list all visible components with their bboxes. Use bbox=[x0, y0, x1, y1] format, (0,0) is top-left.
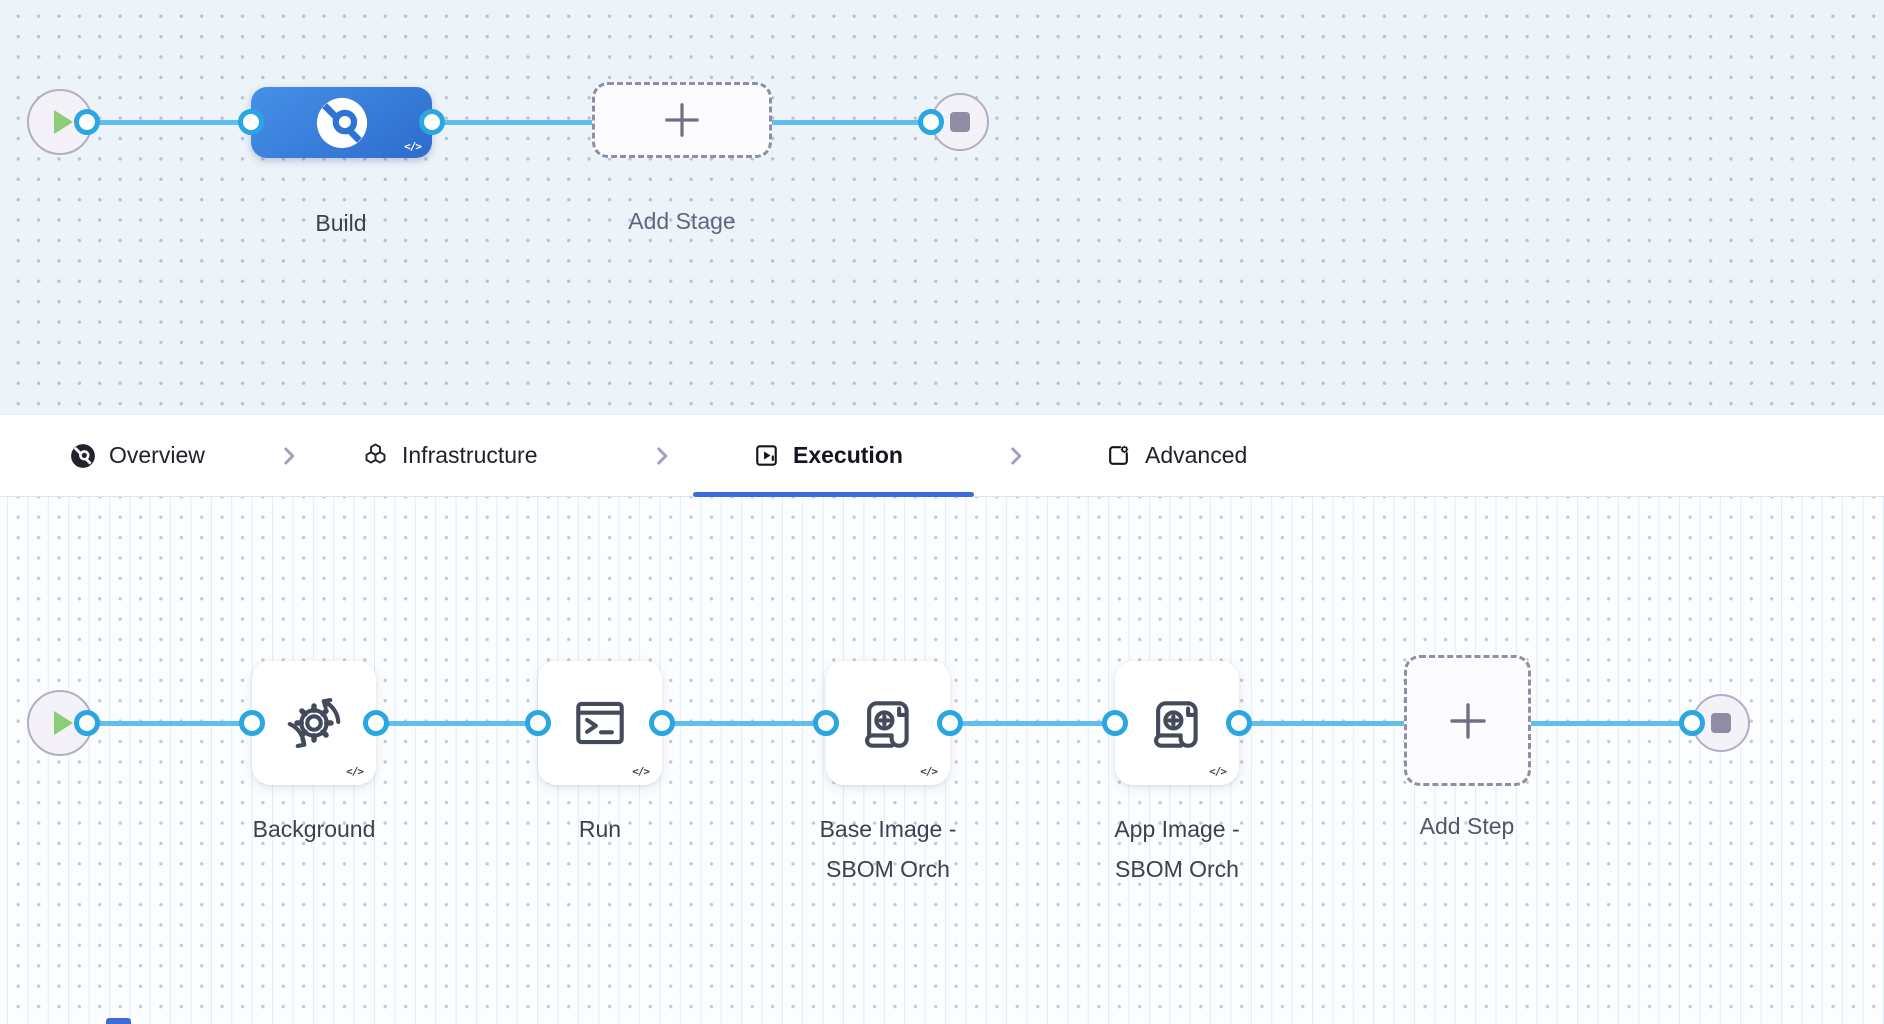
play-icon bbox=[53, 110, 73, 134]
stop-icon bbox=[950, 112, 970, 132]
tab-advanced[interactable]: Advanced bbox=[1105, 415, 1247, 496]
code-editor-badge[interactable]: </> bbox=[920, 765, 938, 778]
port-run-in[interactable] bbox=[525, 710, 551, 736]
stage-label-build: Build bbox=[315, 210, 367, 236]
stage-edge bbox=[87, 120, 931, 125]
code-editor-badge[interactable]: </> bbox=[346, 765, 364, 778]
port-base-image-out[interactable] bbox=[937, 710, 963, 736]
step-background[interactable]: </> bbox=[252, 661, 376, 785]
tab-label: Overview bbox=[109, 442, 205, 468]
port-end-in[interactable] bbox=[1679, 710, 1705, 736]
port-run-out[interactable] bbox=[649, 710, 675, 736]
tab-infrastructure[interactable]: Infrastructure bbox=[362, 415, 538, 496]
step-label-background: Background bbox=[252, 816, 376, 842]
tab-label: Advanced bbox=[1145, 442, 1248, 468]
port-start-out[interactable] bbox=[74, 710, 100, 736]
square-gear-icon bbox=[1109, 445, 1129, 465]
scroll-plus-icon bbox=[1154, 701, 1198, 748]
plus-icon bbox=[665, 103, 699, 137]
port-background-in[interactable] bbox=[239, 710, 265, 736]
ci-overview-icon bbox=[71, 443, 95, 468]
code-editor-badge[interactable]: </> bbox=[632, 765, 650, 778]
tab-label: Execution bbox=[793, 442, 903, 468]
chevron-right-icon bbox=[657, 447, 668, 465]
port-end-in[interactable] bbox=[918, 109, 944, 135]
tab-execution[interactable]: Execution bbox=[753, 415, 903, 496]
terminal-icon bbox=[576, 701, 624, 745]
play-square-icon bbox=[756, 445, 777, 466]
hexagons-icon bbox=[365, 443, 386, 464]
add-stage-button[interactable] bbox=[592, 82, 772, 158]
port-background-out[interactable] bbox=[363, 710, 389, 736]
step-app-image-sbom[interactable]: </> bbox=[1115, 661, 1239, 785]
code-editor-badge[interactable]: </> bbox=[1209, 765, 1227, 778]
stage-build[interactable]: </> bbox=[251, 87, 432, 158]
stop-icon bbox=[1711, 713, 1731, 733]
add-step-label: Add Step bbox=[1419, 813, 1515, 839]
step-label-app-image: App Image - SBOM Orch bbox=[1114, 816, 1240, 882]
stage-canvas[interactable]: </> Build Add Stage bbox=[0, 0, 1884, 414]
port-build-in[interactable] bbox=[238, 109, 264, 135]
ci-build-icon bbox=[316, 97, 367, 148]
port-build-out[interactable] bbox=[419, 109, 445, 135]
add-stage-label: Add Stage bbox=[628, 208, 736, 234]
code-editor-badge[interactable]: </> bbox=[404, 140, 422, 153]
chevron-right-icon bbox=[284, 447, 295, 465]
stage-tab-bar: Overview Infrastructure bbox=[0, 414, 1884, 497]
step-run[interactable]: </> bbox=[538, 661, 662, 785]
sync-gear-icon bbox=[287, 697, 341, 749]
active-tab-indicator bbox=[693, 492, 974, 497]
play-icon bbox=[53, 711, 73, 735]
tab-overview[interactable]: Overview bbox=[70, 415, 205, 496]
chevron-right-icon bbox=[1011, 447, 1022, 465]
scroll-plus-icon bbox=[865, 701, 909, 748]
canvas-zoom-control-partial[interactable] bbox=[106, 1018, 131, 1024]
add-step-button[interactable] bbox=[1404, 655, 1531, 786]
step-label-base-image: Base Image - SBOM Orch bbox=[819, 816, 957, 882]
execution-canvas[interactable]: </> </> bbox=[0, 497, 1884, 1024]
port-app-image-out[interactable] bbox=[1226, 710, 1252, 736]
step-base-image-sbom[interactable]: </> bbox=[826, 661, 950, 785]
port-app-image-in[interactable] bbox=[1102, 710, 1128, 736]
step-label-run: Run bbox=[578, 816, 622, 842]
port-base-image-in[interactable] bbox=[813, 710, 839, 736]
tab-label: Infrastructure bbox=[402, 442, 538, 468]
port-start-out[interactable] bbox=[74, 109, 100, 135]
plus-icon bbox=[1449, 702, 1486, 739]
